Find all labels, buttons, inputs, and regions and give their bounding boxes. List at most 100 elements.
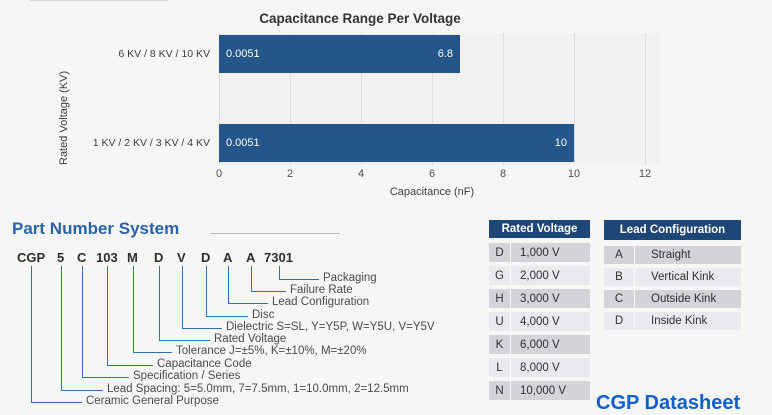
part-code: 103 [96, 250, 118, 265]
part-label: Rated Voltage [214, 333, 287, 345]
table-cell-value: Vertical Kink [651, 271, 715, 283]
leader-line [81, 266, 129, 378]
table-row: C Outside Kink [604, 290, 741, 308]
table-cell-value: 10,000 V [520, 384, 567, 397]
category-label: 1 KV / 2 KV / 3 KV / 4 KV [92, 137, 210, 149]
part-code: 7301 [264, 250, 293, 265]
table-row: D 1,000 V [489, 243, 590, 262]
part-label: Failure Rate [290, 284, 353, 296]
table-cell-code: C [604, 290, 635, 308]
gridline [574, 33, 575, 165]
table-cell-value: 1,000 V [520, 246, 560, 259]
x-axis-label: Capacitance (nF) [389, 186, 475, 198]
part-label: Capacitance Code [157, 358, 252, 370]
section-title-rule [210, 233, 340, 234]
table-cell-value: Straight [651, 249, 691, 261]
table-cell-code: N [489, 381, 511, 400]
table-cell-value: 2,000 V [520, 269, 560, 282]
table-cell-value: 6,000 V [520, 338, 560, 351]
gridline [432, 33, 433, 165]
part-code: D [201, 250, 211, 265]
table-cell-code: K [489, 335, 511, 354]
table-row: H 3,000 V [489, 289, 590, 308]
table-cell-value: 4,000 V [520, 315, 560, 328]
datasheet-link[interactable]: CGP Datasheet [596, 392, 741, 414]
table-cell-code: A [604, 246, 635, 264]
table-row: A Straight [604, 246, 741, 264]
leader-line [158, 266, 210, 341]
x-tick-label: 6 [428, 168, 436, 180]
table-cell-code: L [489, 358, 511, 377]
leader-line [132, 266, 172, 353]
table-row: K 6,000 V [489, 335, 590, 354]
part-code: C [77, 250, 87, 265]
table-row: D Inside Kink [604, 312, 741, 330]
table-header: Lead Configuration [604, 220, 741, 240]
x-tick-label: 4 [357, 168, 365, 180]
part-code: A [223, 250, 233, 265]
part-number-system-title: Part Number System [12, 219, 180, 238]
chart-title: Capacitance Range Per Voltage [259, 11, 461, 26]
leader-line [60, 266, 103, 391]
chart-plot-area: 0.0051 6.8 0.0051 10 [219, 33, 660, 165]
gridline [645, 33, 646, 165]
table-cell-code: H [489, 289, 511, 308]
x-tick-label: 8 [499, 168, 507, 180]
part-label: Disc [252, 309, 275, 321]
table-cell-value: 3,000 V [520, 292, 560, 305]
bar: 0.0051 6.8 [219, 35, 460, 73]
part-label: Dielectric S=SL, Y=Y5P, W=Y5U, V=Y5V [226, 321, 435, 333]
part-code: A [246, 250, 256, 265]
table-cell-code: D [604, 312, 635, 330]
bar: 0.0051 10 [219, 124, 574, 162]
table-row: U 4,000 V [489, 312, 590, 331]
leader-line [250, 266, 286, 292]
table-cell-code: U [489, 312, 511, 331]
table-row: B Vertical Kink [604, 268, 741, 286]
part-label: Ceramic General Purpose [86, 395, 219, 407]
leader-line [278, 266, 319, 280]
part-label: Lead Spacing: 5=5.0mm, 7=7.5mm, 1=10.0mm… [107, 383, 409, 395]
x-tick-label: 2 [286, 168, 294, 180]
table-row: G 2,000 V [489, 266, 590, 285]
bar-min-value: 0.0051 [226, 137, 260, 149]
part-code: V [177, 250, 186, 265]
category-label: 6 KV / 8 KV / 10 KV [118, 48, 210, 60]
leader-line [31, 266, 82, 403]
part-label: Tolerance J=±5%, K=±10%, M=±20% [176, 345, 367, 357]
bar-max-value: 6.8 [437, 48, 453, 60]
part-label: Specification / Series [133, 370, 241, 382]
bar-min-value: 0.0051 [226, 48, 260, 60]
gridline [503, 33, 504, 165]
table-cell-value: Inside Kink [651, 315, 708, 327]
leader-line [205, 266, 248, 317]
part-code: D [154, 250, 164, 265]
part-code: CGP [17, 250, 46, 265]
bar-max-value: 10 [554, 137, 567, 149]
x-tick-label: 12 [638, 168, 652, 180]
table-cell-code: B [604, 268, 635, 286]
table-cell-code: D [489, 243, 511, 262]
x-tick-label: 0 [215, 168, 223, 180]
leader-line [227, 266, 268, 304]
top-edge-artifact [30, 0, 168, 1]
part-code: 5 [57, 250, 65, 265]
part-label: Packaging [323, 272, 377, 284]
part-code: M [127, 250, 138, 265]
table-cell-code: G [489, 266, 511, 285]
gridline [290, 33, 291, 165]
gridline [361, 33, 362, 165]
leader-line [181, 266, 222, 329]
gridline [219, 33, 220, 165]
x-tick-label: 10 [567, 168, 581, 180]
table-row: N 10,000 V [489, 381, 590, 400]
table-header: Rated Voltage [489, 220, 590, 238]
leader-line [107, 266, 153, 366]
table-cell-value: Outside Kink [651, 293, 717, 305]
